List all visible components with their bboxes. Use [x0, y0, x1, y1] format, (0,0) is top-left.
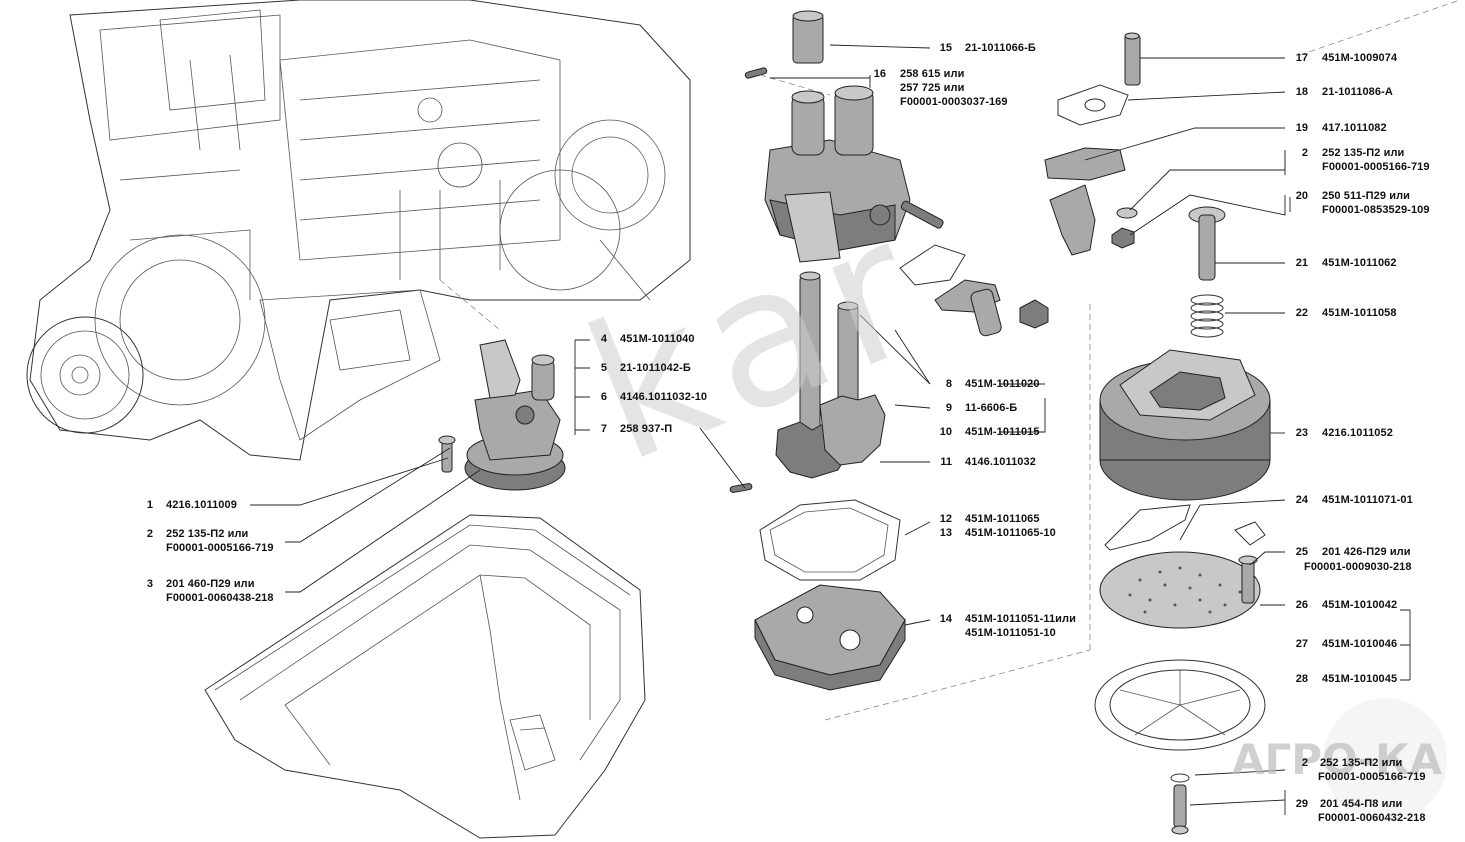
main-pump-body	[729, 10, 944, 691]
engine-block-drawing	[26, 0, 691, 461]
small-pump-assembly	[438, 339, 566, 491]
oil-pan-drawing	[204, 514, 646, 839]
leader-lines	[250, 44, 1411, 815]
oil-pipe-assembly	[899, 32, 1141, 337]
watermark-logo-text: АГРО-КА	[1232, 735, 1443, 784]
filter-stack	[1094, 206, 1271, 835]
logo-watermark	[1323, 698, 1447, 822]
